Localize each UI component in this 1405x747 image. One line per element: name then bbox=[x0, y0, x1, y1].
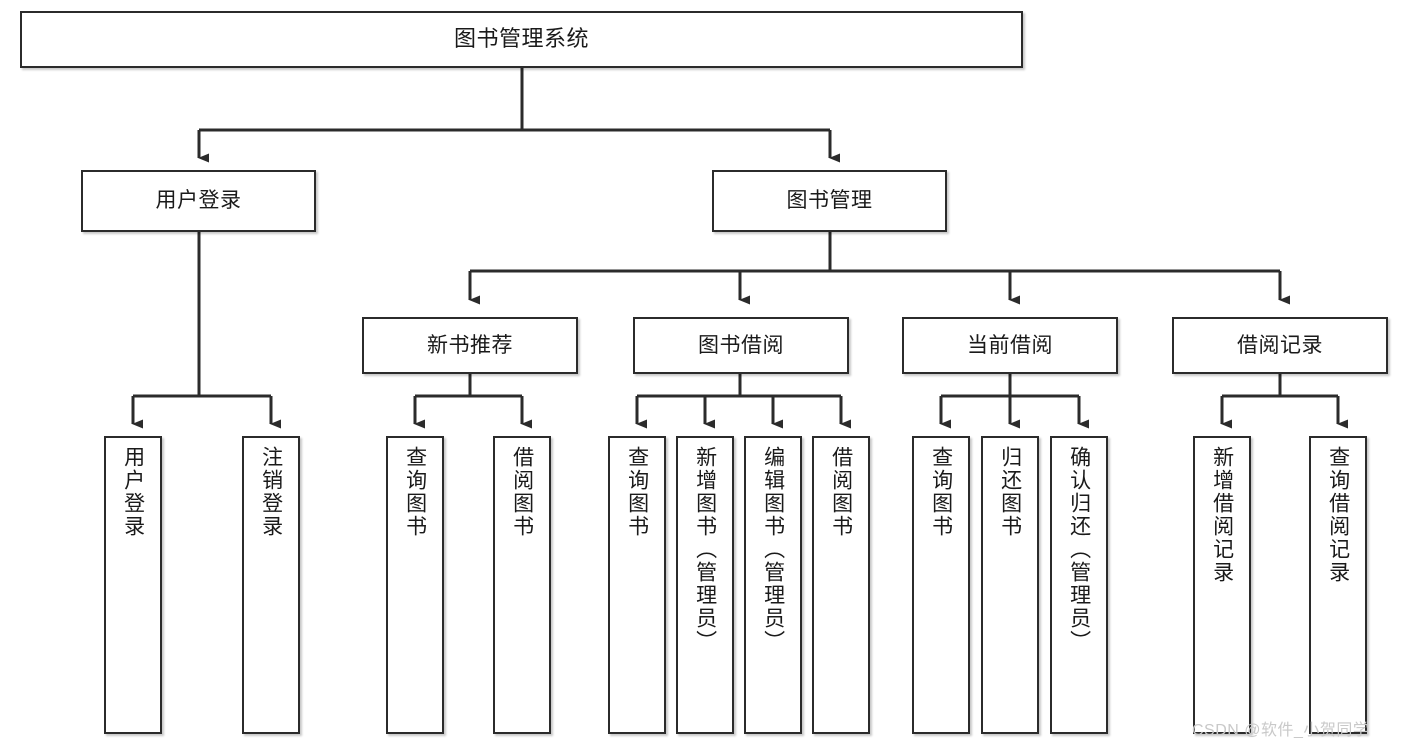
node-label: 借阅记录 bbox=[1237, 333, 1323, 357]
node-book-management[interactable]: 图书管理 bbox=[712, 170, 947, 232]
node-label: 确认归还（管理员） bbox=[1067, 446, 1091, 653]
leaf-borrow-borrow-book[interactable]: 借阅图书 bbox=[812, 436, 870, 734]
node-label: 新增图书（管理员） bbox=[693, 446, 717, 653]
node-label: 图书管理系统 bbox=[453, 26, 589, 52]
node-root-system[interactable]: 图书管理系统 bbox=[20, 11, 1023, 68]
node-label: 用户登录 bbox=[155, 189, 242, 213]
node-label: 注销登录 bbox=[259, 446, 283, 538]
node-label: 查询图书 bbox=[403, 446, 427, 538]
leaf-recommend-borrow-book[interactable]: 借阅图书 bbox=[493, 436, 551, 734]
node-label: 用户登录 bbox=[121, 446, 145, 538]
leaf-user-login-logout[interactable]: 注销登录 bbox=[242, 436, 300, 734]
leaf-current-query-book[interactable]: 查询图书 bbox=[912, 436, 970, 734]
node-label: 查询图书 bbox=[625, 446, 649, 538]
node-label: 新增借阅记录 bbox=[1210, 446, 1234, 584]
leaf-borrow-edit-book[interactable]: 编辑图书（管理员） bbox=[744, 436, 802, 734]
node-label: 图书借阅 bbox=[698, 333, 784, 357]
node-current-borrow[interactable]: 当前借阅 bbox=[902, 317, 1118, 374]
node-label: 查询借阅记录 bbox=[1326, 446, 1350, 584]
node-label: 借阅图书 bbox=[510, 446, 534, 538]
leaf-record-add-record[interactable]: 新增借阅记录 bbox=[1193, 436, 1251, 734]
node-label: 编辑图书（管理员） bbox=[761, 446, 785, 653]
leaf-user-login-login[interactable]: 用户登录 bbox=[104, 436, 162, 734]
node-user-login[interactable]: 用户登录 bbox=[81, 170, 316, 232]
leaf-borrow-add-book[interactable]: 新增图书（管理员） bbox=[676, 436, 734, 734]
leaf-recommend-query-book[interactable]: 查询图书 bbox=[386, 436, 444, 734]
leaf-borrow-query-book[interactable]: 查询图书 bbox=[608, 436, 666, 734]
node-label: 新书推荐 bbox=[427, 333, 513, 357]
node-label: 当前借阅 bbox=[967, 333, 1053, 357]
node-borrow-record[interactable]: 借阅记录 bbox=[1172, 317, 1388, 374]
node-new-book-recommend[interactable]: 新书推荐 bbox=[362, 317, 578, 374]
node-book-borrow[interactable]: 图书借阅 bbox=[633, 317, 849, 374]
csdn-watermark: CSDN @软件_小贺同学 bbox=[1192, 722, 1370, 739]
node-label: 借阅图书 bbox=[829, 446, 853, 538]
node-label: 查询图书 bbox=[929, 446, 953, 538]
leaf-current-return-book[interactable]: 归还图书 bbox=[981, 436, 1039, 734]
leaf-current-confirm-return[interactable]: 确认归还（管理员） bbox=[1050, 436, 1108, 734]
node-label: 归还图书 bbox=[998, 446, 1022, 538]
leaf-record-query-record[interactable]: 查询借阅记录 bbox=[1309, 436, 1367, 734]
node-label: 图书管理 bbox=[786, 189, 873, 213]
